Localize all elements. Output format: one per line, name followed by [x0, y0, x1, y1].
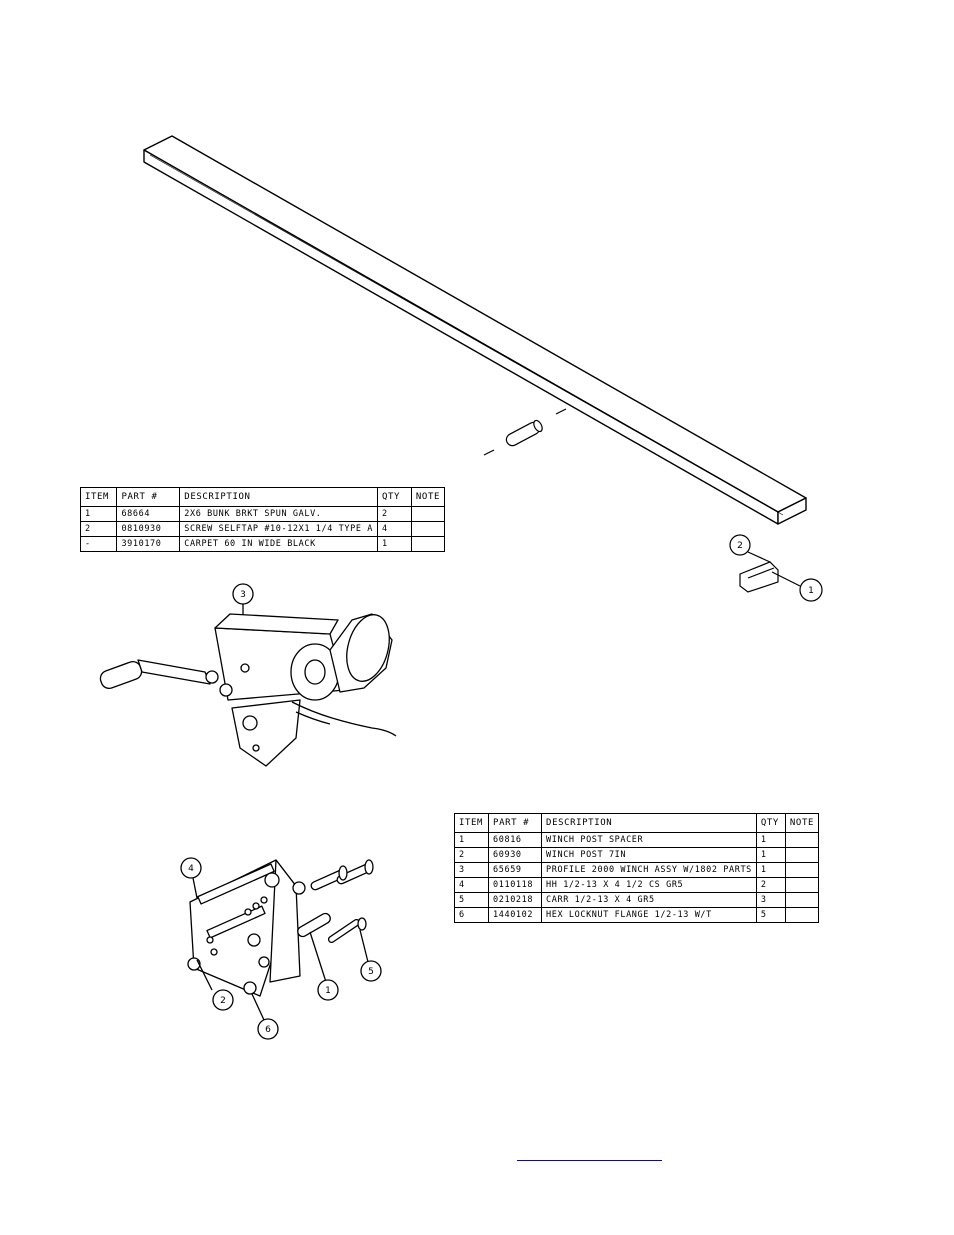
callout-carriage-bolt: 5 [368, 967, 374, 977]
col-note: NOTE [410, 487, 446, 507]
col-qty: QTY [376, 487, 412, 507]
col-desc: DESCRIPTION [541, 813, 757, 833]
bunk-bracket [729, 534, 823, 602]
callout-bracket-screw: 2 [737, 541, 743, 551]
winch-assembly [99, 583, 397, 767]
callout-post: 2 [220, 996, 226, 1006]
col-note: NOTE [784, 813, 820, 833]
winch-post-assembly [180, 857, 382, 1040]
bunk-board [143, 135, 807, 525]
callout-bolt: 4 [188, 864, 194, 874]
footer-link[interactable] [517, 1150, 662, 1161]
bunk-hardware [483, 408, 567, 456]
callout-bracket: 1 [808, 586, 814, 596]
col-desc: DESCRIPTION [179, 487, 378, 507]
callout-locknut: 6 [265, 1025, 271, 1035]
col-item: ITEM [453, 813, 490, 833]
col-part: PART # [488, 813, 543, 833]
table-header-row: ITEM PART # DESCRIPTION QTY NOTE [79, 487, 446, 507]
callout-circle [799, 578, 823, 602]
callout-spacer: 1 [325, 986, 331, 996]
col-item: ITEM [79, 487, 118, 507]
col-part: PART # [116, 487, 181, 507]
col-qty: QTY [755, 813, 786, 833]
table-header-row: ITEM PART # DESCRIPTION QTY NOTE [453, 813, 820, 833]
callout-circle [729, 534, 751, 556]
callout-winch: 3 [240, 590, 246, 600]
